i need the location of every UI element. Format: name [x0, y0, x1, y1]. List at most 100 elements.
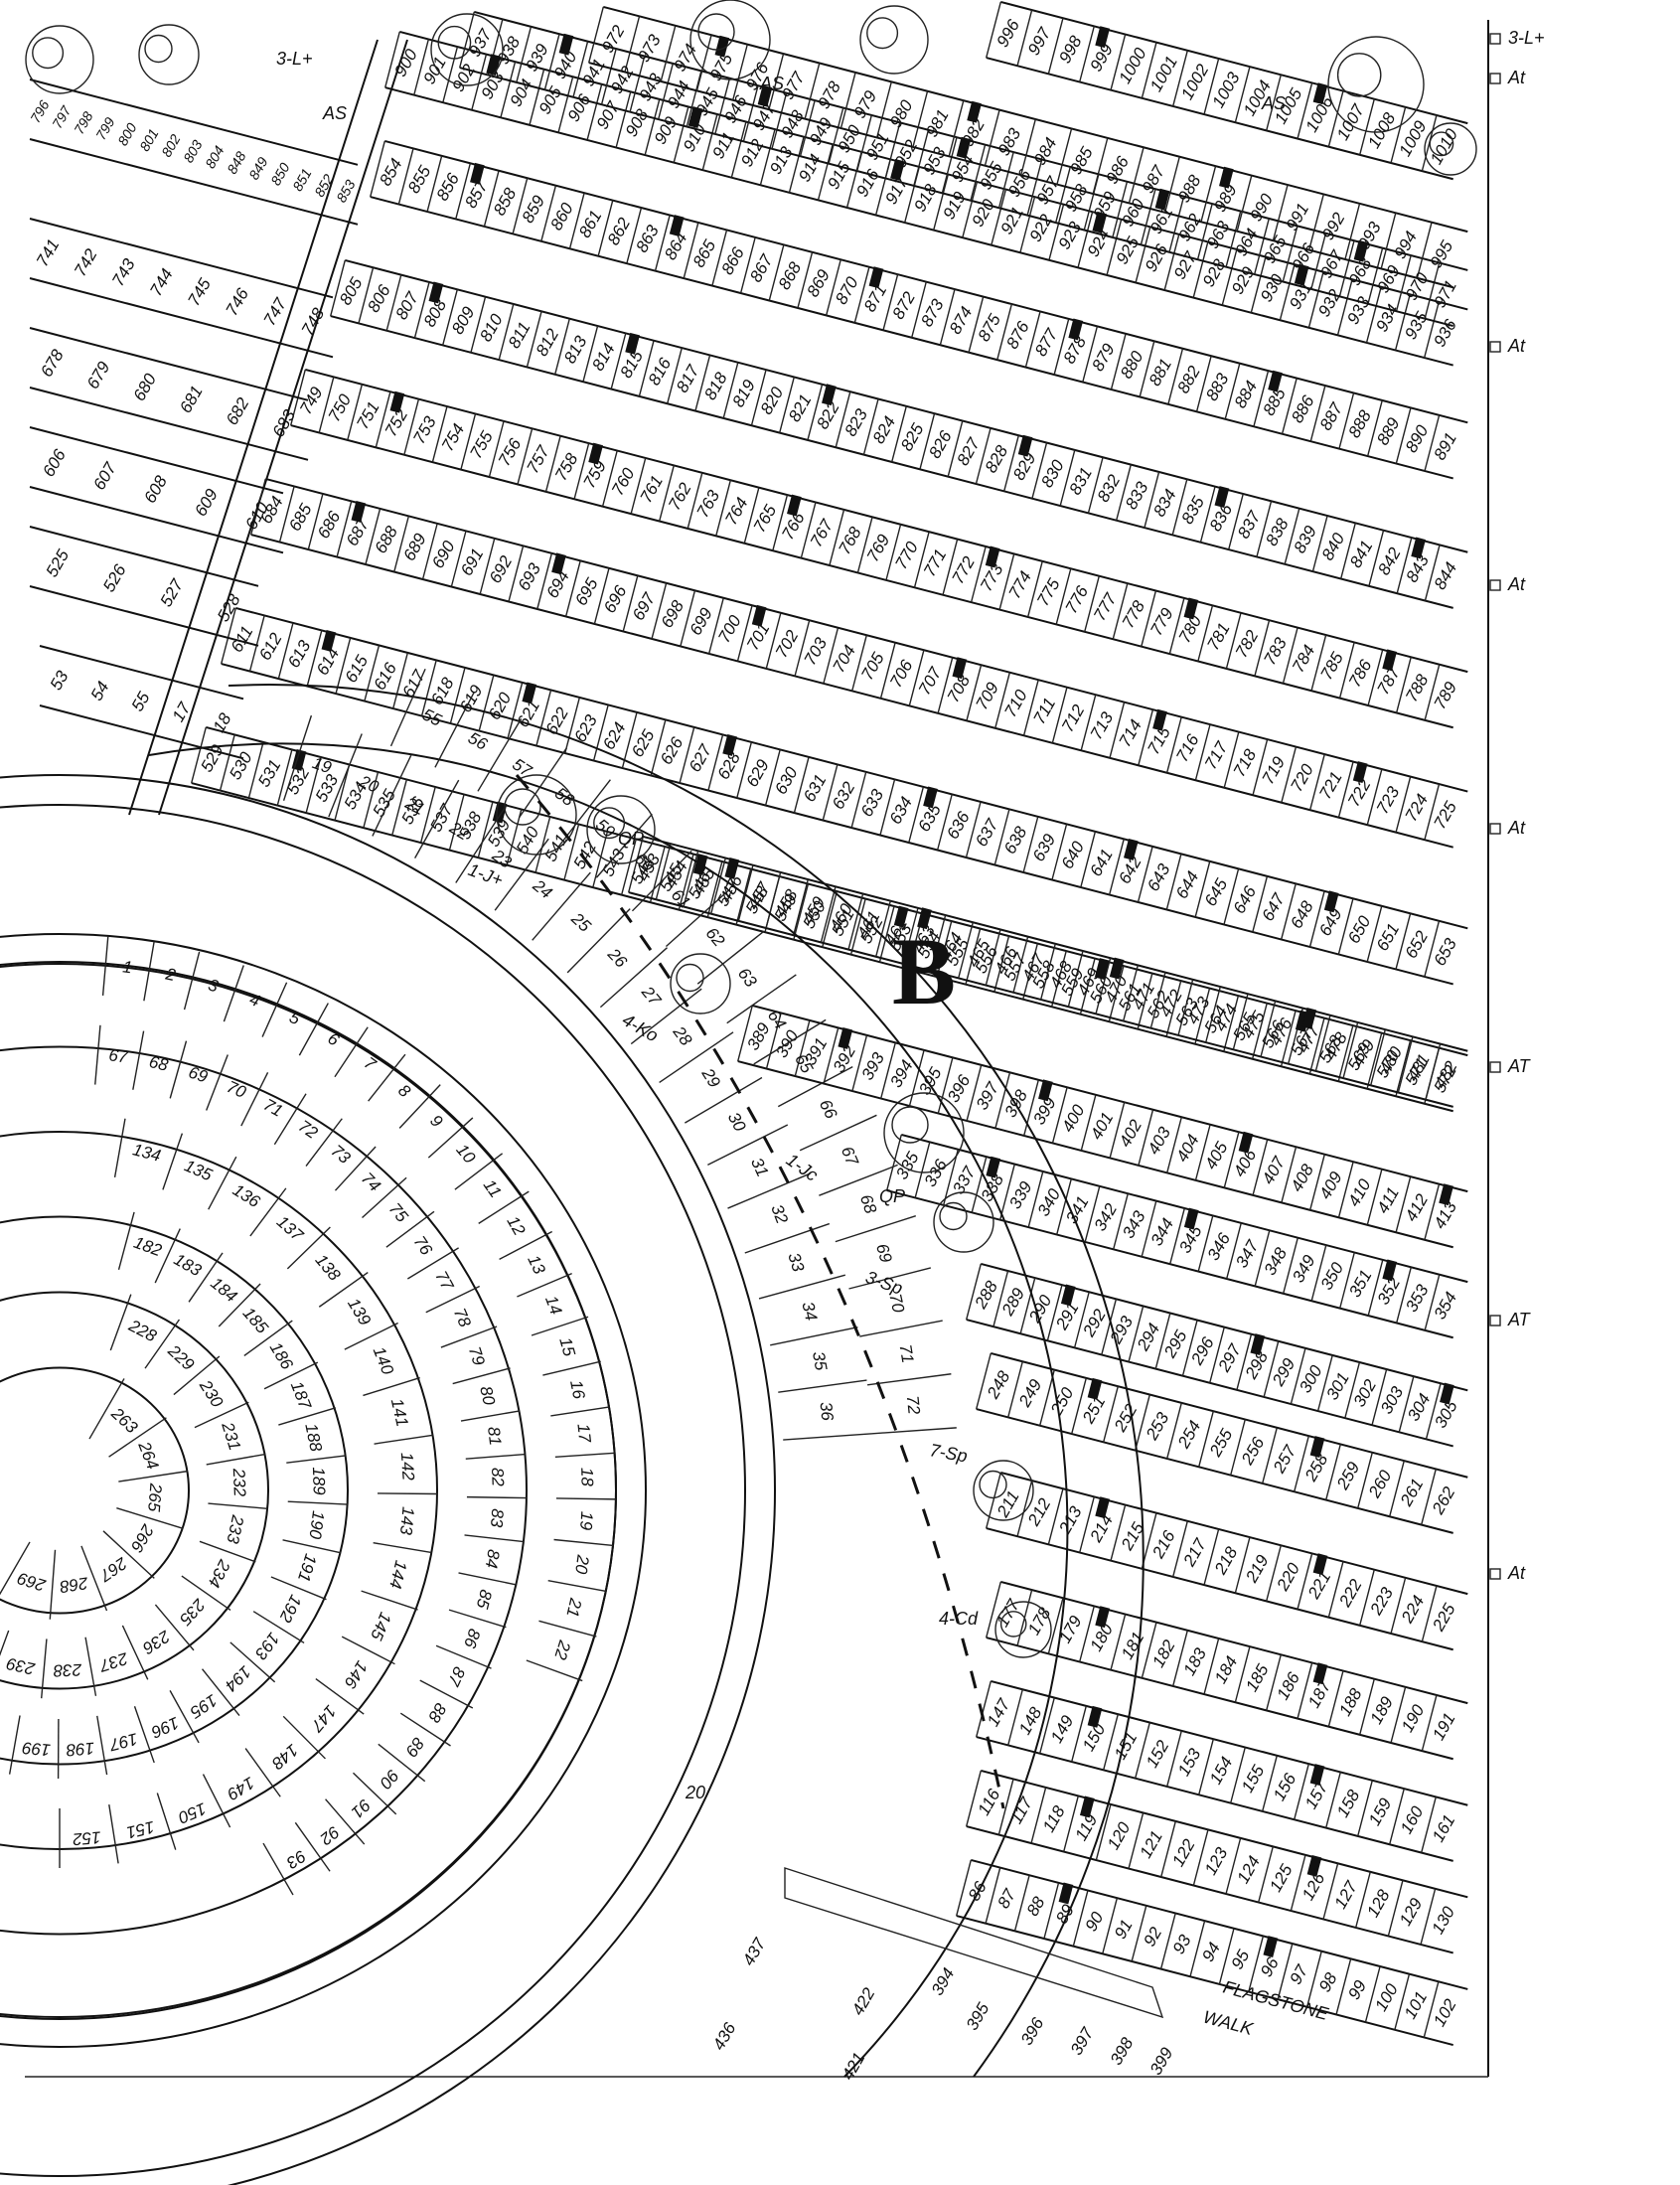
- lot-divider: [117, 1211, 135, 1271]
- lot-divider: [986, 1, 1001, 59]
- lot-number: 19: [576, 1511, 596, 1532]
- lot-divider: [1309, 385, 1326, 442]
- lot-divider: [564, 697, 581, 754]
- lot-divider: [715, 480, 732, 537]
- lot-number: 220: [1273, 1559, 1303, 1594]
- lot-divider: [454, 1153, 504, 1190]
- lot-number: 101: [1401, 1988, 1432, 2022]
- lot-divider: [1181, 1320, 1198, 1376]
- side-marker-label: At: [1507, 1563, 1526, 1583]
- lot-divider: [555, 1497, 616, 1500]
- lot-divider: [993, 935, 1010, 993]
- lot-divider: [1141, 590, 1157, 647]
- lot-number: 231: [218, 1419, 244, 1453]
- lot-divider: [287, 1500, 348, 1505]
- lot-number: 997: [1024, 24, 1055, 59]
- lot-divider: [711, 230, 728, 286]
- lot-number: 71: [260, 1095, 286, 1121]
- lot-marker: [952, 657, 968, 680]
- lot-divider: [1192, 241, 1209, 298]
- lot-divider: [1327, 1670, 1344, 1727]
- lot-divider: [334, 1026, 369, 1078]
- lot-divider: [1425, 1383, 1442, 1440]
- lot-divider: [1082, 326, 1099, 383]
- lot-divider: [1335, 1958, 1352, 2015]
- lot-divider: [373, 1541, 432, 1554]
- map-annotation: 20: [685, 1783, 705, 1802]
- lot-divider: [1396, 1267, 1412, 1324]
- flagstone-walk-outline: [784, 1867, 1164, 2019]
- lot-divider: [449, 667, 466, 724]
- lot-divider: [667, 347, 683, 404]
- lot-number: 184: [207, 1274, 240, 1307]
- lot-divider: [1200, 165, 1217, 223]
- lot-divider: [687, 472, 703, 530]
- lot-number: 193: [251, 1629, 284, 1663]
- lot-divider: [406, 1247, 459, 1280]
- lot-divider: [448, 794, 465, 851]
- lot-number: 183: [1180, 1644, 1211, 1679]
- lot-divider: [1395, 407, 1412, 464]
- lot-divider: [336, 501, 353, 557]
- lot-number: 741: [33, 235, 64, 269]
- lot-number: 88: [1023, 1893, 1049, 1919]
- lot-number: 199: [21, 1738, 51, 1760]
- lot-divider: [937, 657, 954, 714]
- lot-divider: [270, 1576, 327, 1601]
- lot-divider: [1307, 271, 1324, 328]
- lot-divider: [1395, 254, 1412, 312]
- lot-divider: [1197, 605, 1214, 662]
- lot-divider: [1398, 1376, 1415, 1433]
- lot-divider: [622, 575, 639, 632]
- tree-symbol: [973, 1460, 1034, 1521]
- lot-divider: [434, 692, 475, 768]
- lot-number: 849: [245, 154, 271, 182]
- lot-divider: [998, 553, 1015, 610]
- lot-divider: [282, 1539, 342, 1554]
- lot-divider: [856, 517, 873, 573]
- lot-divider: [169, 1040, 188, 1099]
- lot-number: 232: [229, 1468, 249, 1498]
- lot-number: 125: [1266, 1861, 1297, 1896]
- lot-divider: [1043, 1882, 1060, 1940]
- lot-divider: [375, 391, 391, 448]
- lot-divider: [1425, 1043, 1442, 1100]
- lot-divider: [914, 1142, 931, 1198]
- lot-marker: [428, 281, 444, 304]
- lot-divider: [631, 850, 692, 912]
- lot-divider: [535, 690, 552, 746]
- lot-divider: [1195, 356, 1212, 412]
- row-edge-line: [986, 1637, 1453, 1761]
- lot-number: 15: [555, 1335, 579, 1359]
- lot-divider: [770, 1327, 858, 1346]
- lot-divider: [1159, 1913, 1176, 1969]
- tree-canopy: [939, 1201, 968, 1231]
- row-edge-line: [1000, 1580, 1468, 1705]
- lot-marker: [967, 100, 982, 123]
- lot-divider: [464, 1534, 525, 1543]
- lot-divider: [1165, 980, 1182, 1037]
- lot-number: 525: [43, 546, 74, 580]
- lot-divider: [1280, 1010, 1297, 1067]
- lot-number: 10: [452, 1141, 479, 1168]
- lot-number: 29: [697, 1064, 724, 1091]
- lot-marker: [1312, 1662, 1328, 1685]
- lot-divider: [431, 405, 448, 463]
- lot-divider: [143, 942, 155, 1002]
- row-edge-line: [474, 10, 1468, 271]
- lot-divider: [621, 711, 638, 769]
- lot-divider: [958, 922, 974, 979]
- lot-number: 102: [1430, 1995, 1460, 2030]
- lot-divider: [1396, 537, 1413, 594]
- row-edge-line: [956, 1915, 1453, 2047]
- lot-divider: [986, 1472, 1001, 1529]
- lot-divider: [1172, 50, 1188, 107]
- lot-divider: [1112, 181, 1129, 238]
- lot-divider: [1138, 708, 1154, 766]
- lot-divider: [986, 1581, 1001, 1639]
- lot-number: 192: [275, 1592, 305, 1626]
- lot-divider: [419, 786, 436, 844]
- lot-divider: [1165, 716, 1182, 773]
- lot-number: 852: [311, 171, 337, 199]
- lot-divider: [479, 538, 496, 595]
